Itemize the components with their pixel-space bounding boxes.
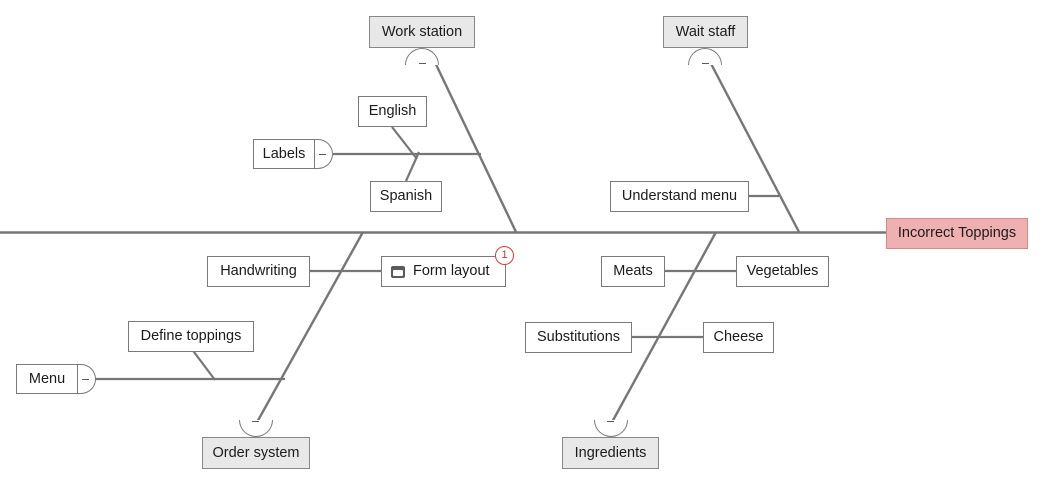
cause-label-vegetables: Vegetables <box>746 263 819 280</box>
cause-label-define-toppings: Define toppings <box>140 328 242 345</box>
twig-spanish <box>404 151 421 182</box>
collapse-dash-icon <box>701 63 709 64</box>
cause-node-spanish[interactable]: Spanish <box>370 181 442 212</box>
effect-label: Incorrect Toppings <box>897 225 1017 242</box>
cause-node-english[interactable]: English <box>358 96 427 127</box>
category-label-wait-staff: Wait staff <box>675 23 736 40</box>
cause-node-labels[interactable]: Labels <box>253 139 315 169</box>
comment-count-value: 1 <box>501 249 508 261</box>
collapse-dash-icon <box>82 378 89 380</box>
cause-node-form-layout[interactable]: Form layout <box>381 256 506 287</box>
cause-node-menu[interactable]: Menu <box>16 364 78 394</box>
collapse-dash-icon <box>319 153 326 155</box>
cause-label-understand-menu: Understand menu <box>621 188 738 205</box>
cause-label-handwriting: Handwriting <box>220 263 297 280</box>
collapse-dash-icon <box>418 63 426 64</box>
cause-label-cheese: Cheese <box>713 329 764 346</box>
cause-node-cheese[interactable]: Cheese <box>703 322 774 353</box>
cause-label-meats: Meats <box>613 263 653 280</box>
comment-count-badge[interactable]: 1 <box>495 246 514 265</box>
category-node-ingredients[interactable]: Ingredients <box>562 437 659 469</box>
collapse-handle-wait-staff[interactable] <box>688 48 722 65</box>
collapse-handle-labels[interactable] <box>315 139 333 169</box>
cause-node-substitutions[interactable]: Substitutions <box>525 322 632 353</box>
cause-node-meats[interactable]: Meats <box>601 256 665 287</box>
cause-label-english: English <box>368 103 417 120</box>
collapse-dash-icon <box>252 421 260 422</box>
category-label-ingredients: Ingredients <box>574 444 647 461</box>
collapse-dash-icon <box>607 421 615 422</box>
category-node-order-system[interactable]: Order system <box>202 437 310 469</box>
category-node-wait-staff[interactable]: Wait staff <box>663 16 748 48</box>
cause-label-labels: Labels <box>262 145 306 162</box>
cause-node-handwriting[interactable]: Handwriting <box>207 256 310 287</box>
category-label-order-system: Order system <box>212 444 300 461</box>
cause-node-define-toppings[interactable]: Define toppings <box>128 321 254 352</box>
twig-english <box>391 126 418 160</box>
cause-label-substitutions: Substitutions <box>536 329 621 346</box>
category-label-work-station: Work station <box>381 23 463 40</box>
bone-work-station <box>430 55 518 233</box>
category-node-work-station[interactable]: Work station <box>369 16 475 48</box>
cause-node-vegetables[interactable]: Vegetables <box>736 256 829 287</box>
cause-label-spanish: Spanish <box>379 188 433 205</box>
collapse-handle-work-station[interactable] <box>405 48 439 65</box>
cause-label-form-layout: Form layout <box>413 263 490 280</box>
twig-define-toppings <box>190 347 216 381</box>
collapse-handle-order-system[interactable] <box>239 420 273 437</box>
collapse-handle-ingredients[interactable] <box>594 420 628 437</box>
collapse-handle-menu[interactable] <box>78 364 96 394</box>
cause-label-menu: Menu <box>28 370 66 387</box>
effect-node-incorrect-toppings[interactable]: Incorrect Toppings <box>886 218 1028 249</box>
note-icon <box>391 265 405 278</box>
cause-node-understand-menu[interactable]: Understand menu <box>610 181 749 212</box>
